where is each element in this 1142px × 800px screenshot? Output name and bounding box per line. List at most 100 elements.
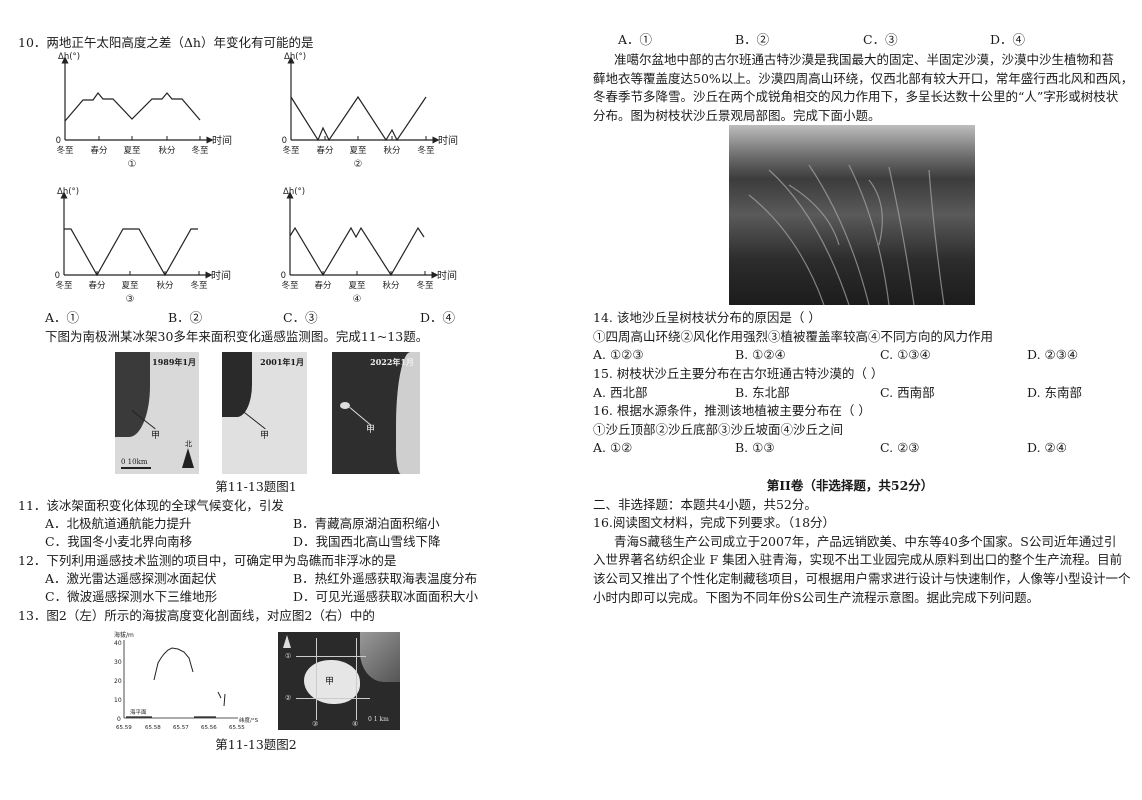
q11-option-b[interactable]: B．青藏高原湖泊面积缩小	[293, 516, 440, 531]
island-image: 甲 ① ② ③ ④ 0 1 km	[278, 632, 400, 730]
q16-items: ①沙丘顶部②沙丘底部③沙丘坡面④沙丘之间	[593, 422, 844, 437]
q16-option-a[interactable]: A. ①②	[593, 440, 633, 455]
q12-option-a[interactable]: A．激光雷达遥感探测冰面起伏	[45, 571, 217, 586]
svg-text:65.55: 65.55	[229, 725, 245, 731]
q15-option-b[interactable]: B. 东北部	[735, 385, 790, 400]
chart-number-label: ①	[128, 159, 137, 170]
x-tick-label: 秋分	[382, 280, 400, 291]
q10-option-a[interactable]: A．①	[45, 310, 80, 325]
q14-items: ①四周高山环绕②风化作用强烈③植被覆盖率较高④不同方向的风力作用	[593, 329, 994, 344]
elevation-profile-chart: 海拔/m 40 30 20 10 0 65.59 65.58 65.57 65.…	[114, 631, 259, 731]
svg-text:10: 10	[114, 697, 122, 704]
zero-label: 0	[56, 136, 61, 146]
x-tick-label: 秋分	[156, 280, 174, 291]
q12-option-c[interactable]: C．微波遥感探测水下三维地形	[45, 589, 218, 604]
q15-option-a[interactable]: A. 西北部	[593, 385, 648, 400]
q13-option-a[interactable]: A．①	[618, 32, 653, 47]
q13-option-b[interactable]: B．②	[735, 32, 770, 47]
svg-text:65.59: 65.59	[116, 725, 132, 731]
desert-passage-line: 准噶尔盆地中部的古尔班通古特沙漠是我国最大的固定、半固定沙漠，沙漠中沙生植物和苔	[614, 52, 1115, 67]
q14-stem: 14. 该地沙丘呈树枝状分布的原因是（ ）	[593, 310, 821, 325]
x-tick-label: 春分	[88, 280, 106, 291]
zero-label: 0	[282, 136, 287, 146]
q16-option-c[interactable]: C. ②③	[880, 440, 920, 455]
q12-option-d[interactable]: D．可见光遥感获取冰面面积大小	[293, 589, 479, 604]
marker-jia: 甲	[325, 677, 335, 687]
marker-jia: 甲	[366, 425, 376, 435]
ice-shelf-image-1989: 1989年1月 甲 0 10km 北	[115, 352, 199, 474]
svg-text:30: 30	[114, 659, 122, 666]
q11-option-d[interactable]: D．我国西北高山雪线下降	[293, 534, 441, 549]
x-axis-label: 时间	[438, 134, 458, 147]
x-axis-label: 时间	[211, 269, 231, 282]
fig2-caption: 第11-13题图2	[215, 737, 297, 752]
x-tick-label: 冬至	[55, 280, 73, 291]
desert-passage-line: 冬春季节多降雪。沙丘在两个成锐角相交的风力作用下，多呈长达数十公里的“人”字形或…	[593, 89, 1119, 104]
section2-title: 第II卷（非选择题，共52分）	[766, 478, 934, 493]
x-tick-label: 冬至	[417, 145, 435, 156]
q15-option-d[interactable]: D. 东南部	[1027, 385, 1083, 400]
dendritic-dune-photo	[729, 125, 975, 305]
ice-shelf-image-2022: 2022年1月 甲	[332, 352, 420, 474]
svg-text:海平面: 海平面	[130, 708, 147, 716]
q14-option-b[interactable]: B. ①②④	[735, 347, 786, 362]
company-passage-line: 该公司又推出了个性化定制藏毯项目，可根据用户需求进行设计与快速制作，人像等小型设…	[593, 571, 1131, 586]
q13-option-d[interactable]: D．④	[990, 32, 1026, 47]
chart2-line	[290, 95, 427, 142]
q14-option-d[interactable]: D. ②③④	[1027, 347, 1079, 362]
q16-stem: 16. 根据水源条件，推测该地植被主要分布在（ ）	[593, 403, 871, 418]
company-passage-line: 青海S藏毯生产公司成立于2007年，产品远销欧美、中东等40多个国家。S公司近年…	[614, 534, 1117, 549]
x-axis-label: 时间	[437, 269, 457, 282]
q11-option-c[interactable]: C．我国冬小麦北界向南移	[45, 534, 193, 549]
q13-option-c[interactable]: C．③	[863, 32, 898, 47]
north-arrow-icon	[283, 635, 291, 648]
marker-jia: 甲	[151, 431, 161, 441]
x-tick-label: 春分	[316, 145, 334, 156]
q10-stem: 10．两地正午太阳高度之差（Δh）年变化有可能的是	[18, 35, 314, 50]
svg-text:0: 0	[117, 716, 121, 723]
ice-shelf-image-2001: 2001年1月 甲	[222, 352, 307, 474]
svg-text:65.56: 65.56	[201, 725, 217, 731]
q14-option-a[interactable]: A. ①②③	[593, 347, 644, 362]
north-label: 北	[185, 440, 192, 448]
q15-stem: 15. 树枝状沙丘主要分布在古尔班通古特沙漠的（ ）	[593, 366, 884, 381]
scale-bar: 0 10km	[121, 458, 148, 466]
desert-passage-line: 分布。图为树枝状沙丘景观局部图。完成下面小题。	[593, 108, 881, 123]
zero-label: 0	[281, 271, 286, 281]
q16-option-d[interactable]: D. ②④	[1027, 440, 1067, 455]
q16-essay-stem: 16.阅读图文材料，完成下列要求。（18分）	[593, 515, 836, 530]
q13-stem: 13．图2（左）所示的海拔高度变化剖面线，对应图2（右）中的	[18, 608, 375, 623]
fig1-caption: 第11-13题图1	[215, 479, 297, 494]
chart-number-label: ③	[126, 294, 135, 305]
chart3-line	[64, 228, 198, 277]
q10-option-c[interactable]: C．③	[283, 310, 318, 325]
q12-option-b[interactable]: B．热红外遥感获取海表温度分布	[293, 571, 478, 586]
q15-option-c[interactable]: C. 西南部	[880, 385, 935, 400]
scale-bar: 0 1 km	[368, 716, 389, 723]
q11-option-a[interactable]: A．北极航道通航能力提升	[45, 516, 192, 531]
x-tick-label: 夏至	[349, 146, 367, 156]
svg-text:40: 40	[114, 640, 122, 647]
x-tick-label: 秋分	[383, 145, 401, 156]
q11-stem: 11．该冰架面积变化体现的全球气候变化，引发	[18, 498, 284, 513]
desert-passage-line: 藓地衣等覆盖度达50%以上。沙漠四周高山环绕，仅西北部有较大开口，常年盛行西北风…	[593, 71, 1134, 86]
x-tick-label: 春分	[90, 145, 108, 156]
x-tick-label: 夏至	[123, 146, 141, 156]
svg-text:65.57: 65.57	[173, 725, 189, 731]
y-axis-label: Δh(°)	[284, 52, 306, 62]
q16-option-b[interactable]: B. ①③	[735, 440, 775, 455]
x-tick-label: 夏至	[348, 281, 366, 291]
q10-option-b[interactable]: B．②	[168, 310, 203, 325]
chart-number-label: ②	[354, 159, 363, 170]
marker-jia: 甲	[260, 431, 270, 441]
x-tick-label: 冬至	[56, 145, 74, 156]
q14-option-c[interactable]: C. ①③④	[880, 347, 931, 362]
x-tick-label: 冬至	[281, 280, 299, 291]
chart4-line	[289, 226, 425, 277]
q10-option-d[interactable]: D．④	[420, 310, 456, 325]
y-axis-label: Δh(°)	[283, 187, 305, 197]
x-tick-label: 冬至	[191, 145, 209, 156]
svg-text:65.58: 65.58	[145, 725, 161, 731]
intro-11-13: 下图为南极洲某冰架30多年来面积变化遥感监测图。完成11~13题。	[45, 329, 429, 344]
